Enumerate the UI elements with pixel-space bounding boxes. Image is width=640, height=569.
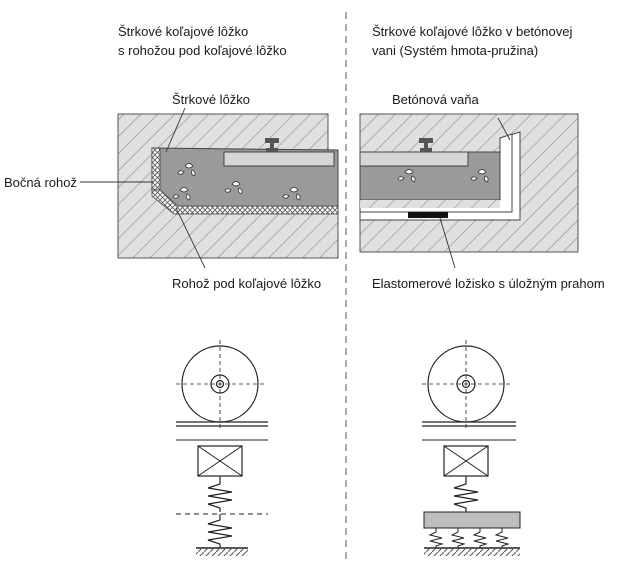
right-rail: [419, 138, 433, 152]
left-leader-under-mat: [175, 207, 206, 269]
left-ballast-stones: [172, 163, 301, 201]
left-leader-ballast: [165, 107, 186, 153]
left-under-mat: [151, 189, 339, 215]
left-spring-model: [176, 340, 268, 556]
left-sleeper: [223, 151, 335, 167]
right-label-bearing: Elastomerové ložisko s úložným prahom: [372, 276, 605, 291]
right-spring-support-1: [428, 528, 444, 548]
right-elastomer-bearing: [408, 212, 448, 218]
right-trough-mass: [423, 511, 521, 529]
left-side-mat: [151, 147, 161, 191]
left-title-line2: s rohožou pod koľajové lôžko: [118, 43, 287, 58]
right-spring-model: [422, 340, 521, 556]
left-label-ballast: Štrkové lôžko: [172, 92, 250, 107]
right-ballast-stones: [397, 169, 489, 183]
left-spring-upper: [207, 476, 233, 512]
left-ground: [196, 549, 248, 556]
right-leader-trough: [497, 117, 511, 141]
left-cross-section: [80, 107, 339, 269]
right-spring-support-2: [450, 528, 466, 548]
right-spring-support-3: [472, 528, 488, 548]
right-cross-section: [359, 113, 579, 269]
right-leader-bearing: [439, 217, 456, 269]
right-label-trough: Betónová vaňa: [392, 92, 480, 107]
left-label-side-mat: Bočná rohož: [4, 175, 77, 190]
right-spring-support-4: [494, 528, 510, 548]
left-label-under-mat: Rohož pod koľajové lôžko: [172, 276, 321, 291]
left-title-line1: Štrkové koľajové lôžko: [118, 24, 248, 39]
right-title-line1: Štrkové koľajové lôžko v betónovej: [372, 24, 572, 39]
right-spring-upper: [453, 476, 479, 512]
left-spring-lower: [207, 514, 233, 548]
right-ground: [424, 549, 520, 556]
left-rail: [265, 138, 279, 152]
right-title-line2: vani (Systém hmota-pružina): [372, 43, 538, 58]
right-sleeper: [359, 151, 469, 167]
